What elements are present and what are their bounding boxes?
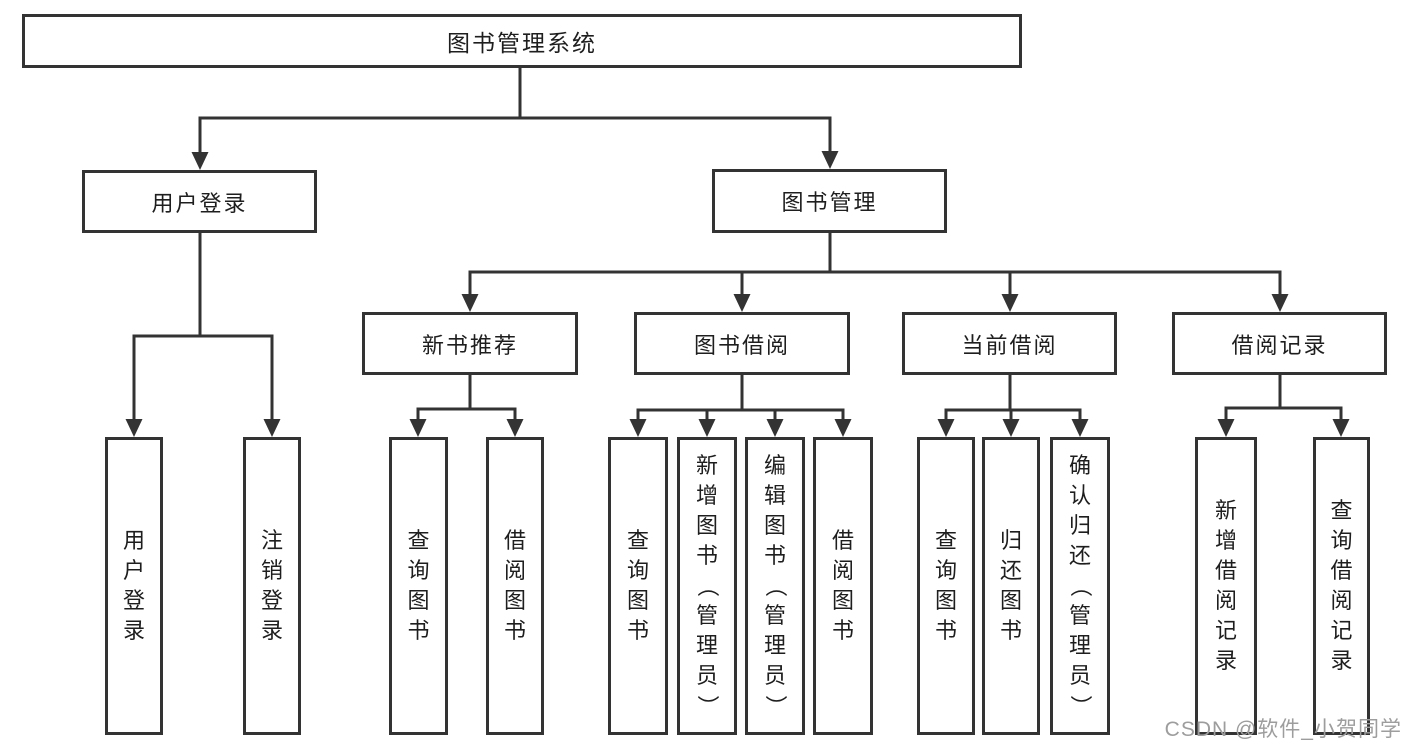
node-label: 借阅记录 — [1231, 332, 1328, 358]
node-label: 确认归还（管理员） — [1067, 453, 1093, 718]
node-label: 查询借阅记录 — [1330, 498, 1353, 673]
node-book-management: 图书管理 — [712, 169, 947, 233]
node-new-book-recommend: 新书推荐 — [362, 312, 578, 375]
node-label: 图书管理 — [781, 190, 878, 215]
node-label: 新增图书（管理员） — [694, 453, 720, 718]
node-borrow-books-rec: 借阅图书 — [486, 437, 544, 735]
node-return-books: 归还图书 — [982, 437, 1040, 735]
node-query-books-rec: 查询图书 — [389, 437, 448, 735]
node-query-borrow-record: 查询借阅记录 — [1313, 437, 1370, 735]
node-borrow-books: 借阅图书 — [813, 437, 873, 735]
arrowhead-down-icon — [1217, 419, 1235, 437]
node-label: 用户登录 — [122, 528, 145, 643]
arrowhead-down-icon — [409, 419, 427, 437]
node-label: 查询图书 — [934, 528, 957, 643]
arrowhead-down-icon — [834, 419, 852, 437]
node-label: 图书借阅 — [693, 332, 790, 358]
node-root: 图书管理系统 — [22, 14, 1022, 68]
arrowhead-down-icon — [506, 419, 524, 437]
node-borrowing-records: 借阅记录 — [1172, 312, 1387, 375]
arrowhead-down-icon — [1271, 294, 1289, 312]
node-current-borrowing: 当前借阅 — [902, 312, 1117, 375]
node-label: 查询图书 — [626, 528, 649, 643]
node-add-books-admin: 新增图书（管理员） — [677, 437, 737, 735]
node-user-login-module: 用户登录 — [82, 170, 317, 233]
node-label: 新书推荐 — [421, 332, 518, 358]
arrowhead-down-icon — [1001, 294, 1019, 312]
node-label: 注销登录 — [260, 528, 283, 643]
arrowhead-down-icon — [1332, 419, 1350, 437]
arrowhead-down-icon — [821, 151, 839, 169]
arrowhead-down-icon — [461, 294, 479, 312]
node-label: 归还图书 — [999, 528, 1022, 643]
arrowhead-down-icon — [629, 419, 647, 437]
node-label: 新增借阅记录 — [1214, 498, 1237, 673]
arrowhead-down-icon — [698, 419, 716, 437]
node-query-books-current: 查询图书 — [917, 437, 975, 735]
node-label: 查询图书 — [407, 528, 430, 643]
node-user-login: 用户登录 — [105, 437, 163, 735]
arrowhead-down-icon — [125, 419, 143, 437]
node-add-borrow-record: 新增借阅记录 — [1195, 437, 1257, 735]
node-label: 当前借阅 — [961, 332, 1058, 358]
node-label: 用户登录 — [151, 190, 248, 216]
node-confirm-return-admin: 确认归还（管理员） — [1050, 437, 1110, 735]
node-edit-books-admin: 编辑图书（管理员） — [745, 437, 805, 735]
node-label: 借阅图书 — [503, 528, 526, 643]
arrowhead-down-icon — [191, 152, 209, 170]
node-query-books-borrow: 查询图书 — [608, 437, 668, 735]
node-logout: 注销登录 — [243, 437, 301, 735]
arrowhead-down-icon — [766, 419, 784, 437]
node-label: 图书管理系统 — [447, 30, 597, 56]
arrowhead-down-icon — [1071, 419, 1089, 437]
node-label: 编辑图书（管理员） — [762, 453, 788, 718]
arrowhead-down-icon — [263, 419, 281, 437]
watermark: CSDN @软件_小贺同学 — [1164, 718, 1402, 741]
arrowhead-down-icon — [937, 419, 955, 437]
arrowhead-down-icon — [733, 294, 751, 312]
arrowhead-down-icon — [1002, 419, 1020, 437]
node-book-borrowing: 图书借阅 — [634, 312, 850, 375]
node-label: 借阅图书 — [831, 528, 854, 643]
